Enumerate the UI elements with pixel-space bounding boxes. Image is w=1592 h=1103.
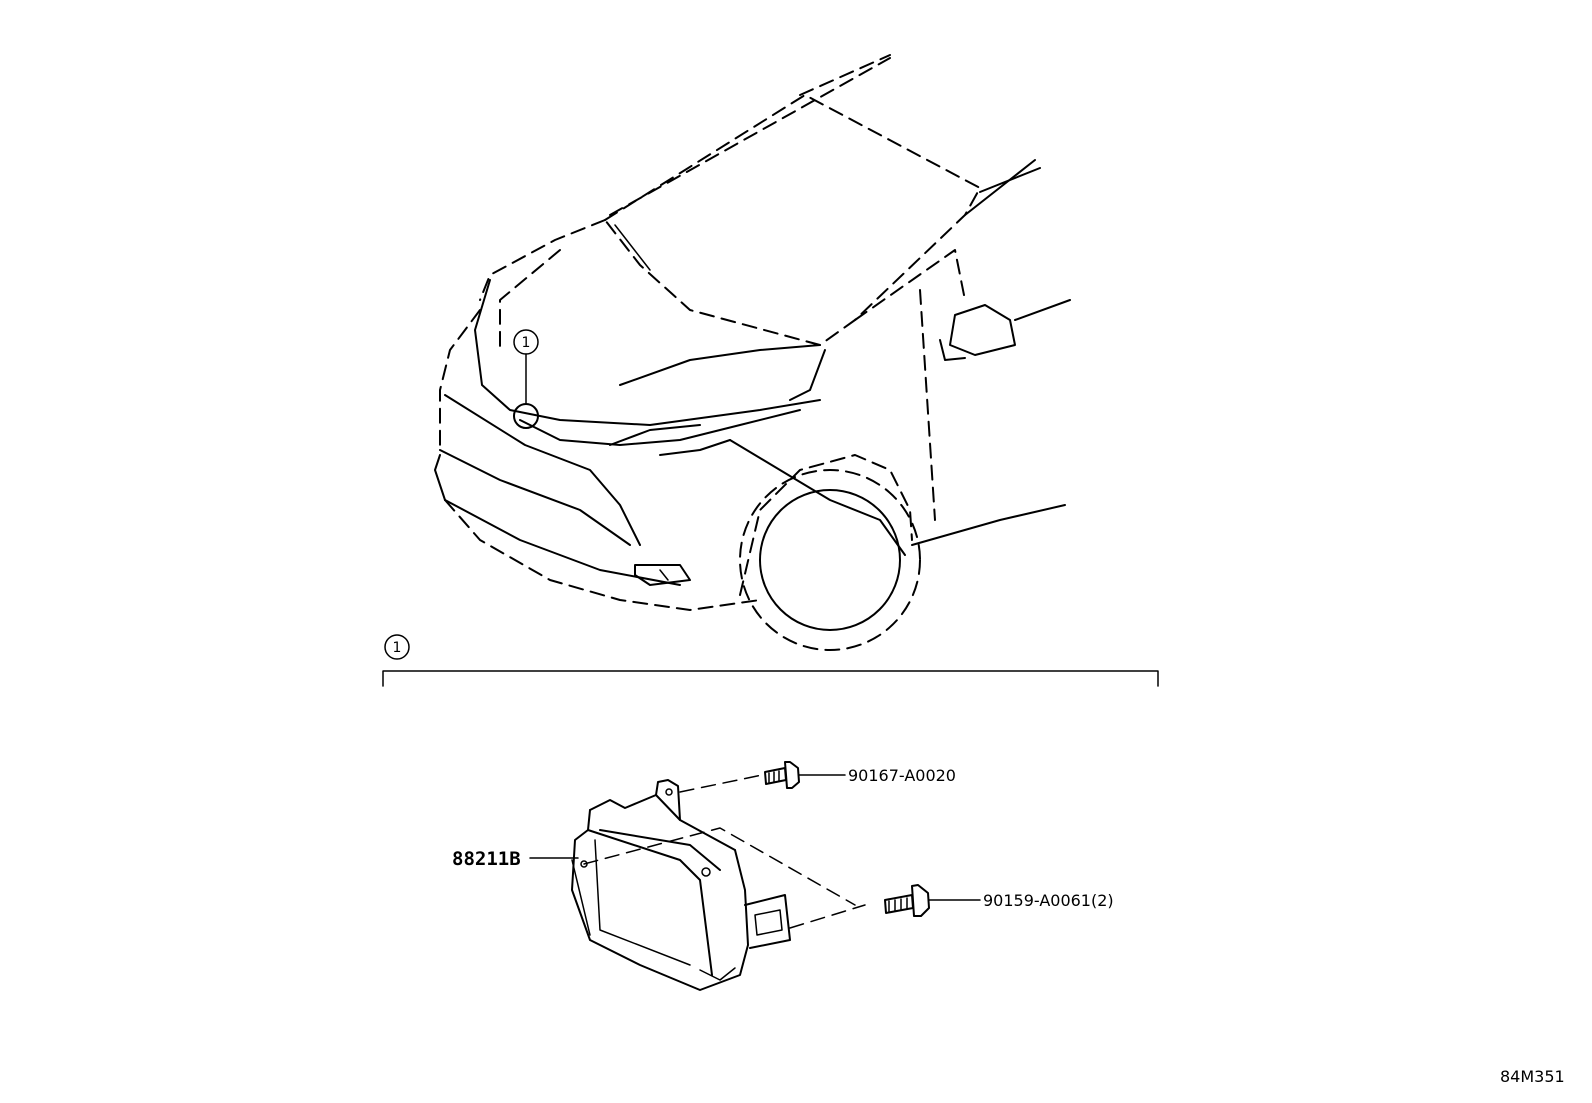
part-label-90159-A0061: 90159-A0061(2) [983, 891, 1114, 910]
bolt-lower-illustration [884, 884, 930, 917]
bolt-upper-illustration [764, 761, 800, 789]
callout-number-section: 1 [393, 640, 402, 656]
callout-number-top: 1 [522, 335, 531, 351]
part-label-88211B: 88211B [452, 848, 521, 870]
sensor-location-marker [513, 403, 539, 429]
illustration-code: 84M351 [1500, 1067, 1565, 1086]
vehicle-illustration: 1 [434, 54, 1071, 651]
radar-module-illustration [571, 779, 791, 991]
assembly-lines [583, 774, 866, 929]
section-bracket: 1 [382, 634, 1159, 687]
callout-circle-top [513, 329, 539, 355]
part-label-90167-A0020: 90167-A0020 [848, 766, 956, 785]
callout-circle-section [384, 634, 410, 660]
